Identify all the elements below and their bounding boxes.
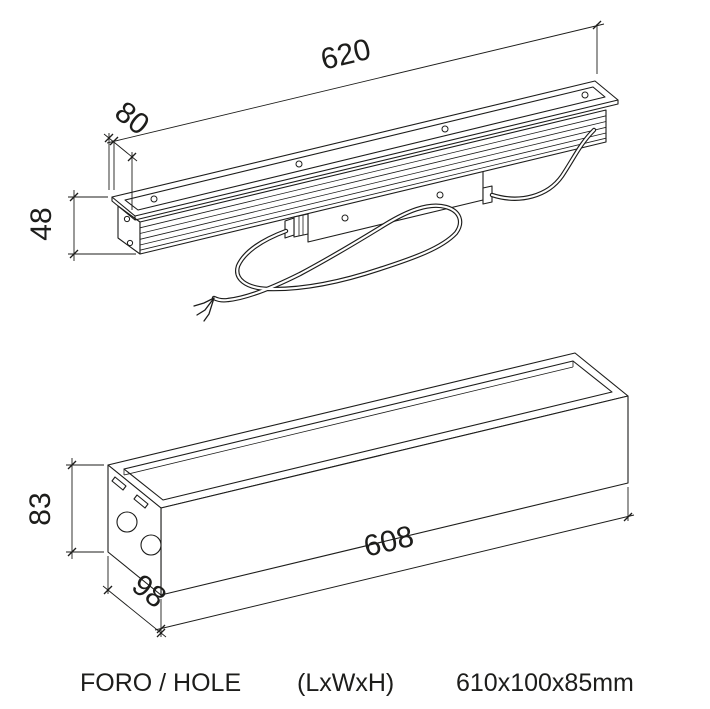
housing-box [107, 352, 629, 596]
wire-end [193, 297, 215, 307]
luminaire-top-view: 620 80 48 [25, 20, 619, 322]
end-cap-screw-icon [123, 215, 131, 223]
cable-main-loop-core [212, 204, 462, 302]
dimension-tick [104, 133, 114, 143]
screw-icon [441, 125, 449, 133]
gland-tip [284, 217, 295, 239]
top-length-dimension-label: 620 [318, 33, 374, 77]
glass-window [124, 86, 606, 211]
housing-opening [123, 360, 613, 501]
heatsink-fin [139, 137, 607, 251]
heatsink-fin [139, 126, 607, 240]
heatsink-fin [139, 121, 607, 234]
dimension-tick [67, 460, 77, 470]
housing-end-face [107, 464, 162, 596]
hole-size-value: 610x100x85mm [456, 669, 634, 697]
glass-screws [150, 91, 589, 203]
bottom-view-dimensions: 83 608 98 [24, 458, 635, 638]
cable-loop-right-core [490, 128, 596, 200]
dimension-tick [103, 585, 113, 595]
dimension-line-80 [103, 133, 138, 162]
screw-icon [295, 160, 303, 168]
dimension-tick [109, 136, 119, 146]
top-height-dimension-label: 48 [25, 207, 58, 240]
hole-format-label: (LxWxH) [297, 669, 394, 697]
flange-thickness-edges [111, 99, 619, 221]
housing-height-dimension-label: 83 [24, 492, 57, 525]
dimension-line-608 [154, 514, 635, 631]
dimension-line-98 [102, 585, 167, 638]
footer-caption: FORO / HOLE (LxWxH) 610x100x85mm [80, 669, 634, 697]
heatsink-fin [139, 132, 607, 246]
dimension-tick [127, 152, 137, 162]
dimension-tick [156, 624, 166, 634]
mounting-slot [133, 494, 149, 509]
dimension-line-620 [106, 23, 605, 144]
screw-icon [150, 195, 158, 203]
hole-label: FORO / HOLE [80, 669, 241, 697]
dimension-tick [67, 547, 77, 557]
supply-cable [193, 127, 597, 322]
wire-end [203, 297, 215, 322]
housing-bottom-view: 83 608 98 [24, 352, 635, 638]
dimension-tick [623, 512, 633, 522]
luminaire-body [117, 109, 607, 255]
body-front-face [139, 109, 607, 255]
gland-body [293, 213, 309, 238]
cable-knockout-hole [116, 511, 138, 533]
stripped-wire-ends [193, 297, 215, 322]
dimension-tick [592, 20, 602, 30]
dimension-tick [69, 192, 79, 202]
screw-icon [581, 91, 589, 99]
luminaire-flange [111, 80, 619, 221]
dimension-tick [69, 249, 79, 259]
mounting-slot [111, 476, 127, 491]
gland-right [482, 185, 493, 205]
end-cap-screw-icon [126, 239, 134, 247]
opening-inner-wall [123, 366, 574, 476]
driver-screw-icon [341, 214, 349, 222]
cable-knockout-hole [140, 534, 162, 556]
heatsink-fin [139, 115, 607, 229]
dimension-tick [156, 628, 166, 638]
wire-end [196, 297, 215, 316]
top-width-dimension-label: 80 [109, 95, 156, 142]
driver-screw-icon [436, 191, 444, 199]
